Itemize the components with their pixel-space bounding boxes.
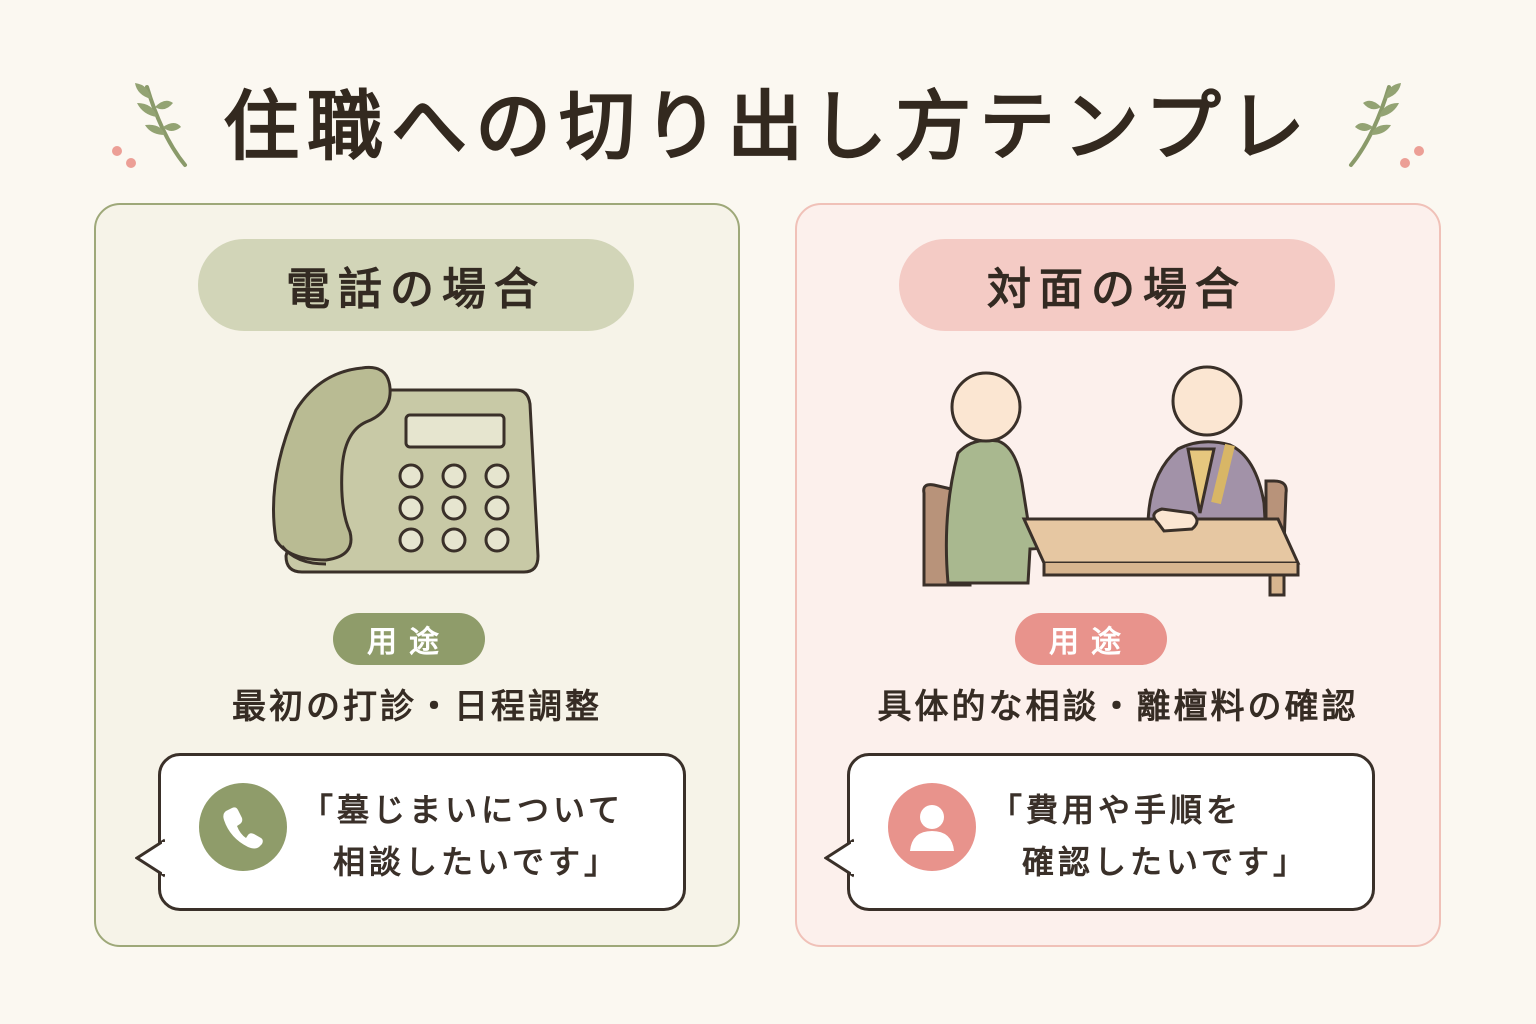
phone-use-badge: 用途 xyxy=(333,613,485,665)
phone-speech-bubble: 「墓じまいについて 相談したいです」 xyxy=(135,753,686,911)
phone-use-text: 最初の打診・日程調整 xyxy=(232,687,602,727)
in-person-quote-line2: 確認したいです」 xyxy=(1022,843,1310,881)
left-sprig-icon xyxy=(112,83,188,168)
telephone-icon xyxy=(272,365,540,574)
phone-quote: 「墓じまいについて 相談したいです」 xyxy=(301,784,671,888)
in-person-use-text: 具体的な相談・離檀料の確認 xyxy=(877,687,1359,727)
title-row: 住職への切り出し方テンプレ xyxy=(0,72,1536,182)
phone-card: 電話の場合 用途 最初の打診・日程調整 「墓じまいについて 相談したいです」 xyxy=(94,203,740,947)
person-icon xyxy=(888,783,976,871)
face-to-face-meeting-illustration xyxy=(922,365,1301,597)
in-person-card-heading: 対面の場合 xyxy=(899,239,1335,331)
in-person-use-badge: 用途 xyxy=(1015,613,1167,665)
in-person-card: 対面の場合 用途 具体的な相談・離檀料の確認 「費用や手順を 確認したいです」 xyxy=(795,203,1441,947)
phone-icon xyxy=(199,783,287,871)
right-sprig-icon xyxy=(1348,83,1424,168)
bubble-tail xyxy=(135,838,165,878)
phone-card-heading: 電話の場合 xyxy=(198,239,634,331)
bubble-tail xyxy=(824,838,854,878)
in-person-speech-bubble: 「費用や手順を 確認したいです」 xyxy=(824,753,1375,911)
in-person-quote: 「費用や手順を 確認したいです」 xyxy=(990,784,1360,888)
phone-quote-line2: 相談したいです」 xyxy=(333,843,621,881)
page-title: 住職への切り出し方テンプレ xyxy=(223,82,1313,171)
in-person-quote-line1: 「費用や手順を xyxy=(990,791,1243,829)
phone-quote-line1: 「墓じまいについて xyxy=(301,791,625,829)
